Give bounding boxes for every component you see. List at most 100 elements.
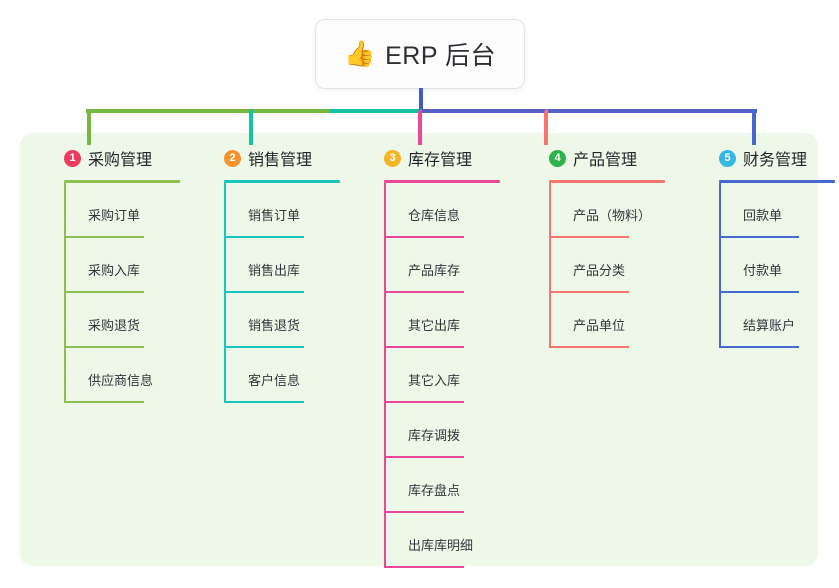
item-label: 仓库信息	[408, 208, 461, 223]
item-spine	[64, 183, 66, 238]
column-underline-3	[384, 180, 500, 183]
item-label: 出库库明细	[408, 538, 474, 553]
column-1: 1 采购管理采购订单采购入库采购退货供应商信息	[42, 145, 180, 403]
drop-connector-2	[249, 109, 253, 145]
drop-connector-1	[87, 109, 91, 145]
item-spine	[384, 293, 386, 348]
column-3: 3 库存管理仓库信息产品库存其它出库其它入库库存调拨库存盘点出库库明细	[362, 145, 500, 568]
item-label: 客户信息	[248, 373, 301, 388]
item-underline	[224, 236, 304, 238]
item-spine	[64, 293, 66, 348]
item-spine	[384, 238, 386, 293]
column-header-1[interactable]: 1 采购管理	[42, 145, 152, 171]
item-underline	[384, 236, 464, 238]
root-stem-connector	[419, 88, 423, 112]
item-spine	[64, 238, 66, 293]
item-spine	[384, 403, 386, 458]
drop-connector-4	[544, 109, 548, 145]
item-spine	[224, 183, 226, 238]
item-underline	[549, 291, 629, 293]
item-label: 产品库存	[408, 263, 461, 278]
drop-connector-5	[752, 109, 756, 145]
item-underline	[719, 236, 799, 238]
item-label: 付款单	[743, 263, 783, 278]
column-badge-5: 5	[719, 149, 736, 167]
item-label: 库存盘点	[408, 483, 461, 498]
bus-segment-teal	[330, 109, 421, 113]
item-label: 其它入库	[408, 373, 461, 388]
column-badge-3: 3	[384, 149, 401, 167]
item-underline	[384, 566, 464, 568]
root-node[interactable]: 👍 ERP 后台	[316, 20, 524, 88]
column-underline-5	[719, 180, 835, 183]
item-underline	[549, 236, 629, 238]
content-panel	[20, 133, 818, 566]
column-header-5[interactable]: 5 财务管理	[697, 145, 807, 171]
item-underline	[224, 291, 304, 293]
column-header-2[interactable]: 2 销售管理	[202, 145, 312, 171]
item-spine	[224, 348, 226, 403]
item-spine	[549, 238, 551, 293]
item-spine	[719, 183, 721, 238]
item-underline	[384, 511, 464, 513]
item-label: 销售订单	[248, 208, 301, 223]
item-underline	[384, 291, 464, 293]
item-underline	[549, 346, 629, 348]
item-label: 产品（物料）	[573, 208, 652, 223]
item-underline	[719, 346, 799, 348]
item-underline	[224, 401, 304, 403]
item-label: 产品单位	[573, 318, 626, 333]
item-label: 销售出库	[248, 263, 301, 278]
column-title-2: 销售管理	[248, 152, 313, 169]
thumbs-up-icon: 👍	[343, 39, 376, 68]
column-title-1: 采购管理	[88, 152, 153, 169]
item-label: 销售退货	[248, 318, 301, 333]
item-spine	[549, 293, 551, 348]
item-label: 库存调拨	[408, 428, 461, 443]
column-underline-1	[64, 180, 180, 183]
column-2: 2 销售管理销售订单销售出库销售退货客户信息	[202, 145, 340, 403]
bus-segment-blue	[419, 109, 757, 113]
column-badge-1: 1	[64, 149, 81, 167]
item-label: 采购退货	[88, 318, 141, 333]
item-label: 采购入库	[88, 263, 141, 278]
column-title-4: 产品管理	[573, 152, 638, 169]
item-underline	[64, 346, 144, 348]
item-underline	[64, 236, 144, 238]
item-label: 采购订单	[88, 208, 141, 223]
item-spine	[384, 513, 386, 568]
column-header-4[interactable]: 4 产品管理	[527, 145, 637, 171]
column-underline-2	[224, 180, 340, 183]
item-label: 其它出库	[408, 318, 461, 333]
item-spine	[384, 458, 386, 513]
drop-connector-3	[418, 109, 422, 145]
item-underline	[384, 456, 464, 458]
item-underline	[384, 346, 464, 348]
item-spine	[384, 183, 386, 238]
item-spine	[549, 183, 551, 238]
item-spine	[719, 293, 721, 348]
column-4: 4 产品管理产品（物料） 产品分类产品单位	[527, 145, 665, 348]
bus-segment-green	[86, 109, 332, 113]
column-title-3: 库存管理	[408, 152, 473, 169]
item-label: 回款单	[743, 208, 783, 223]
item-spine	[719, 238, 721, 293]
item-underline	[64, 401, 144, 403]
item-spine	[224, 293, 226, 348]
column-underline-4	[549, 180, 665, 183]
column-header-3[interactable]: 3 库存管理	[362, 145, 472, 171]
item-underline	[224, 346, 304, 348]
column-badge-4: 4	[549, 149, 566, 167]
column-title-5: 财务管理	[743, 152, 808, 169]
item-underline	[719, 291, 799, 293]
column-5: 5 财务管理回款单付款单结算账户	[697, 145, 835, 348]
item-label: 结算账户	[743, 318, 796, 333]
item-spine	[384, 348, 386, 403]
item-label: 产品分类	[573, 263, 626, 278]
item-spine	[64, 348, 66, 403]
column-badge-2: 2	[224, 149, 241, 167]
item-spine	[224, 238, 226, 293]
item-underline	[384, 401, 464, 403]
item-label: 供应商信息	[88, 373, 154, 388]
